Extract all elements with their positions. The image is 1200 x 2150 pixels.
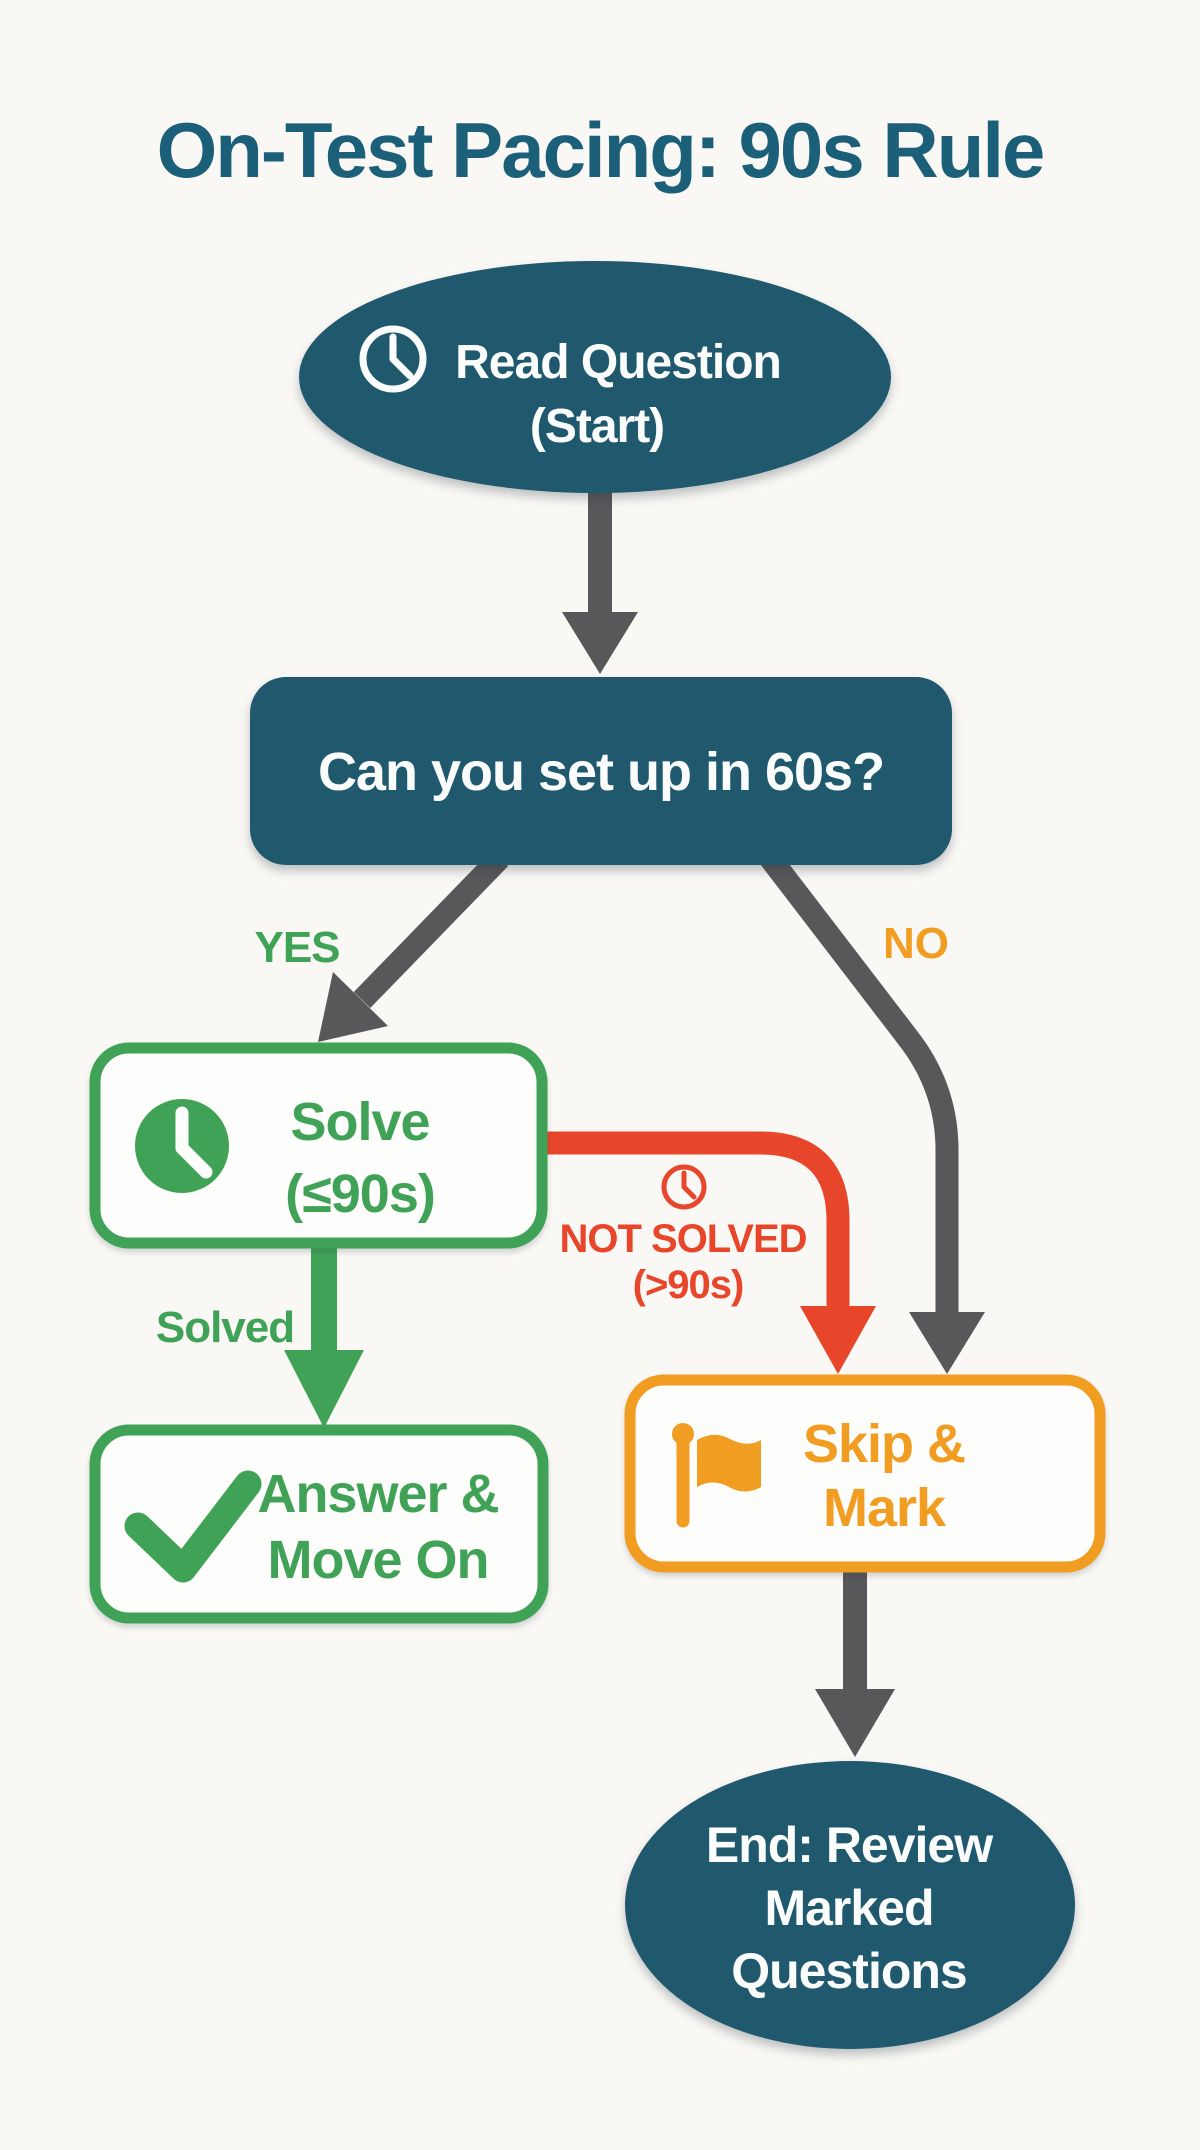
solve-label-line2: (≤90s) bbox=[285, 1164, 435, 1224]
arrow-shaft bbox=[843, 1565, 867, 1693]
node-answer: Answer & Move On bbox=[89, 1424, 549, 1624]
clock-icon bbox=[135, 1099, 229, 1193]
edge-label-yes: YES bbox=[254, 923, 339, 972]
end-ellipse bbox=[625, 1761, 1075, 2049]
start-label-line2: (Start) bbox=[530, 400, 664, 453]
decision-rect bbox=[250, 677, 952, 865]
solve-label-line1: Solve bbox=[290, 1092, 429, 1152]
node-solve: Solve (≤90s) bbox=[89, 1042, 548, 1249]
node-skip: Skip & Mark bbox=[624, 1374, 1106, 1573]
not-solved-line2: (>90s) bbox=[633, 1263, 744, 1307]
arrow-skip-to-end bbox=[815, 1565, 895, 1757]
arrow-solved bbox=[284, 1240, 364, 1428]
arrow-yes bbox=[318, 849, 509, 1042]
arrow-shaft bbox=[353, 849, 509, 1009]
clock-face bbox=[661, 1164, 707, 1210]
arrow-head bbox=[815, 1689, 895, 1757]
arrow-head bbox=[800, 1306, 876, 1374]
flag-body bbox=[697, 1434, 761, 1492]
clock-face bbox=[359, 325, 427, 393]
skip-rect bbox=[624, 1374, 1106, 1573]
flag-icon bbox=[672, 1423, 761, 1528]
edge-label-solved: Solved bbox=[156, 1303, 294, 1352]
page-title: On-Test Pacing: 90s Rule bbox=[157, 106, 1044, 194]
answer-label-line1: Answer & bbox=[257, 1464, 498, 1524]
edge-label-not-solved: NOT SOLVED (>90s) bbox=[559, 1164, 808, 1307]
skip-label-line1: Skip & bbox=[803, 1414, 965, 1474]
end-label-line2: Marked bbox=[764, 1880, 933, 1936]
node-decision: Can you set up in 60s? bbox=[250, 677, 952, 865]
edge-label-no: NO bbox=[883, 919, 949, 968]
answer-label-line2: Move On bbox=[267, 1530, 488, 1590]
start-ellipse bbox=[299, 261, 891, 493]
not-solved-line1: NOT SOLVED bbox=[559, 1217, 806, 1261]
arrow-shaft bbox=[311, 1240, 337, 1354]
start-label-line1: Read Question bbox=[455, 336, 781, 389]
clock-hour-hand bbox=[389, 355, 414, 380]
clock-icon bbox=[661, 1164, 707, 1210]
arrow-head bbox=[318, 972, 388, 1042]
arrow-head bbox=[562, 612, 638, 674]
arrow-not-solved bbox=[542, 1131, 876, 1374]
node-end: End: Review Marked Questions bbox=[625, 1761, 1075, 2049]
arrow-shaft bbox=[760, 851, 959, 1318]
arrow-start-to-decision bbox=[562, 478, 638, 674]
end-label-line3: Questions bbox=[731, 1943, 966, 1999]
clock-icon bbox=[359, 325, 427, 393]
arrow-shaft bbox=[588, 478, 612, 616]
clock-hour-hand bbox=[681, 1184, 697, 1200]
skip-label-line2: Mark bbox=[823, 1478, 947, 1538]
clock-hour-hand bbox=[175, 1141, 213, 1179]
check-icon bbox=[124, 1470, 262, 1583]
decision-label: Can you set up in 60s? bbox=[318, 742, 884, 802]
arrow-head bbox=[909, 1312, 985, 1374]
end-label-line1: End: Review bbox=[706, 1817, 993, 1873]
node-start: Read Question (Start) bbox=[299, 261, 891, 493]
solve-rect bbox=[89, 1042, 548, 1249]
arrow-shaft bbox=[542, 1131, 850, 1312]
arrow-head bbox=[284, 1350, 364, 1428]
arrow-no bbox=[760, 851, 985, 1374]
answer-rect bbox=[89, 1424, 549, 1624]
